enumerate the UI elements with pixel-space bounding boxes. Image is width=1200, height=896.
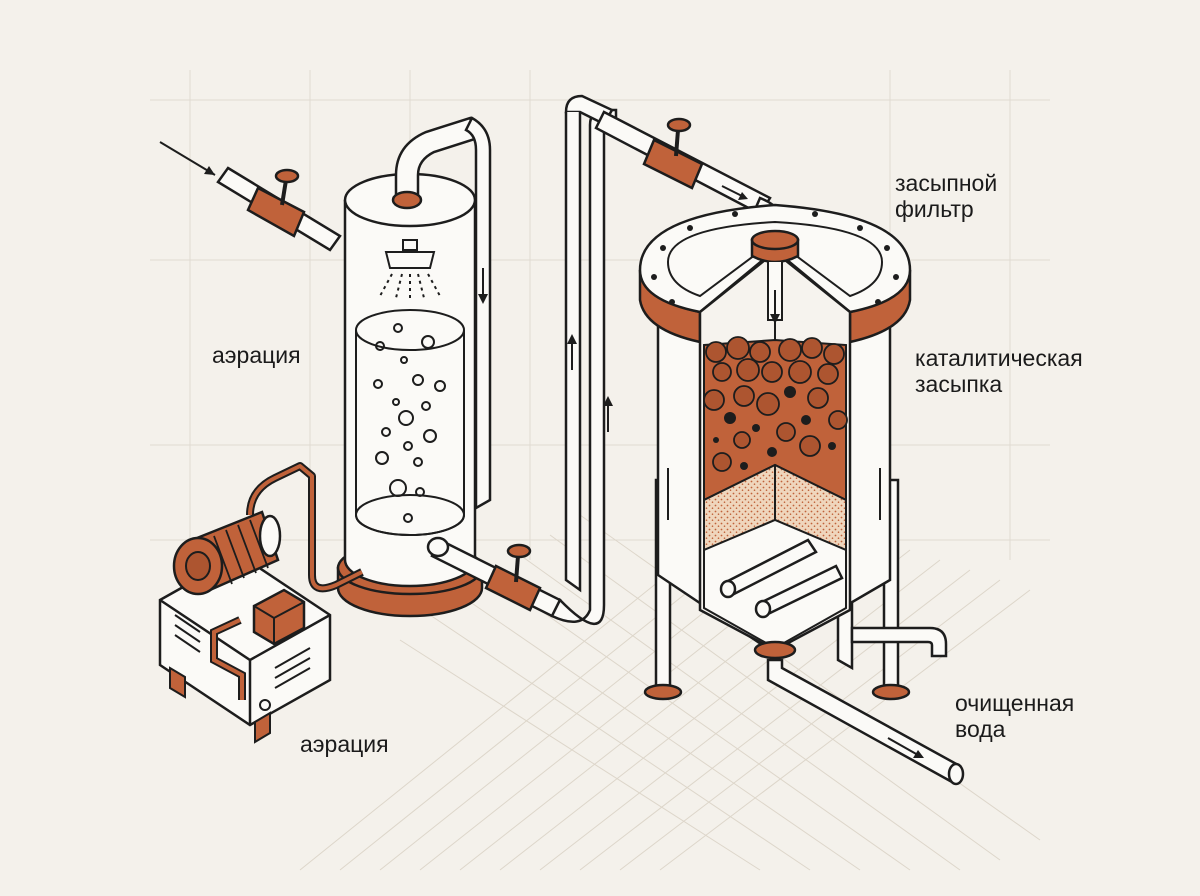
floor-grid bbox=[299, 499, 1041, 871]
label-aeration-compressor: аэрация bbox=[300, 731, 389, 757]
air-bubbles bbox=[373, 323, 446, 523]
label-filter-line1: засыпной bbox=[895, 170, 998, 196]
inlet-pipe bbox=[159, 141, 342, 252]
label-media-line2: засыпка bbox=[915, 371, 1003, 397]
label-clean-water: очищенная вода bbox=[955, 690, 1074, 742]
label-output-line2: вода bbox=[955, 716, 1006, 742]
outlet-valve bbox=[484, 543, 542, 612]
label-media-line1: каталитическая bbox=[915, 345, 1083, 371]
label-filter: засыпной фильтр bbox=[895, 170, 997, 222]
filter-vessel bbox=[638, 203, 948, 701]
transfer-pipe bbox=[426, 94, 788, 625]
filter-inlet-valve bbox=[642, 117, 704, 190]
shower-head-icon bbox=[379, 239, 441, 299]
label-aeration-tank: аэрация bbox=[212, 342, 301, 368]
catalytic-media bbox=[703, 336, 848, 472]
inlet-valve bbox=[246, 168, 306, 238]
label-catalytic-media: каталитическая засыпка bbox=[915, 345, 1083, 397]
aeration-column bbox=[336, 116, 492, 618]
compressor bbox=[158, 462, 364, 744]
clean-water-pipe bbox=[766, 658, 965, 786]
label-output-line1: очищенная bbox=[955, 690, 1075, 716]
label-filter-line2: фильтр bbox=[895, 196, 974, 222]
underdrain-pipes bbox=[719, 538, 844, 619]
